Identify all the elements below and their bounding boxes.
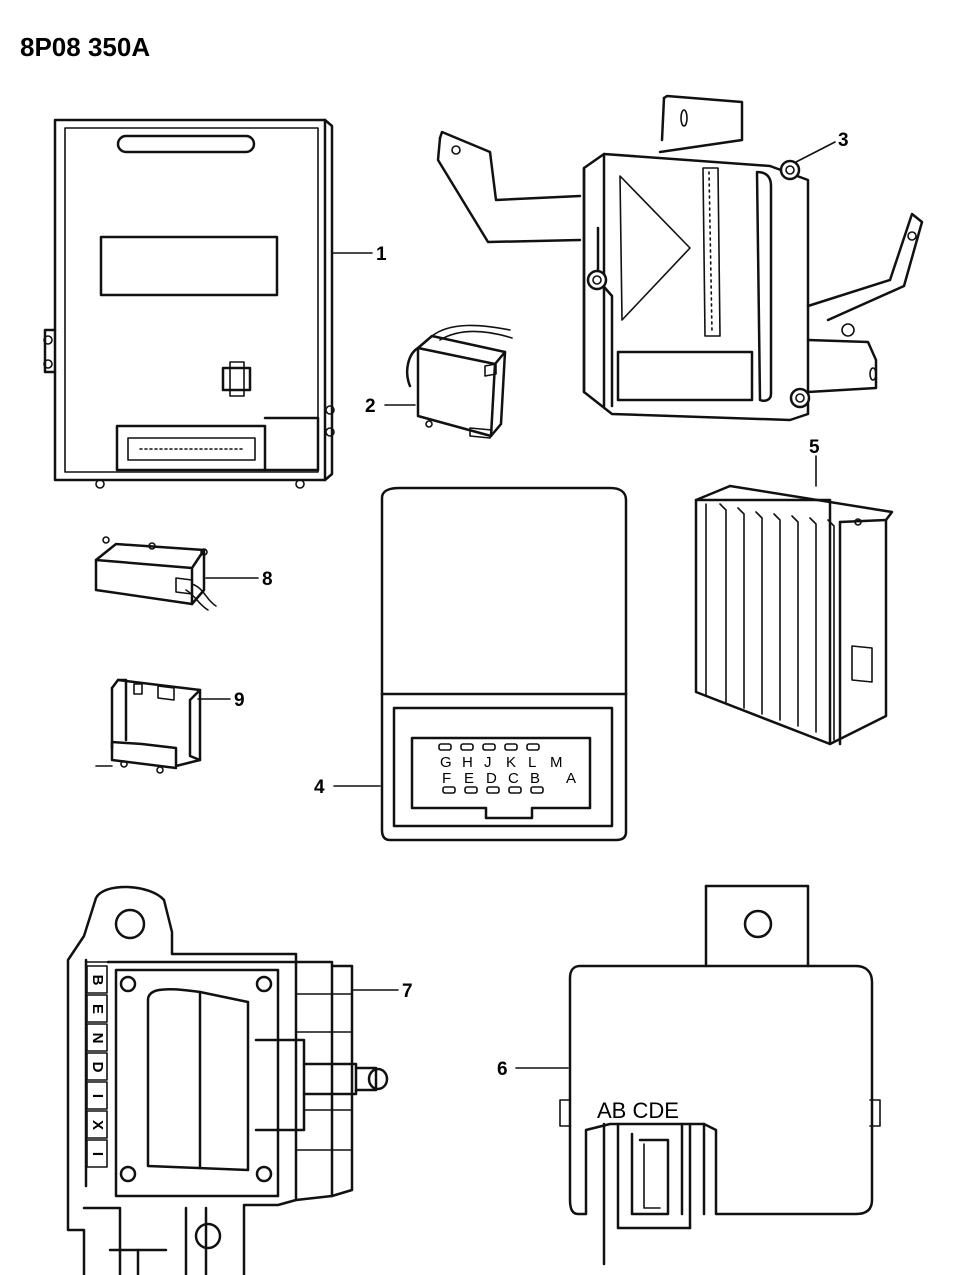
pin-slot-top	[526, 743, 540, 751]
pin-label-top-L: L	[528, 754, 536, 771]
pin-slot-top	[482, 743, 496, 751]
coil-7-side-labels: B E N D I X I	[86, 965, 108, 1168]
part-9-bracket	[95, 678, 202, 774]
part-3-ecu-with-bracket	[436, 94, 924, 422]
pin-label-top-G: G	[440, 754, 452, 771]
coil-side-label: I	[89, 1094, 106, 1098]
pin-slot-top	[504, 743, 518, 751]
coil-label-box	[86, 1139, 108, 1168]
pin-label-bottom-D: D	[486, 770, 497, 787]
pin-slot-bottom	[442, 786, 456, 794]
coil-label-box	[86, 1052, 108, 1081]
part-7-ignition-coil	[66, 885, 389, 1275]
pin-slot-bottom	[464, 786, 478, 794]
part-4-connector-module	[380, 486, 628, 842]
callout-3: 3	[838, 130, 849, 151]
coil-label-box	[86, 1110, 108, 1139]
callout-7: 7	[402, 981, 413, 1002]
pin-label-top-K: K	[506, 754, 516, 771]
coil-label-box	[86, 1023, 108, 1052]
pin-label-bottom-A: A	[566, 770, 576, 787]
leader-3	[795, 141, 836, 163]
pin-label-top-J: J	[484, 754, 492, 771]
coil-label-box	[86, 965, 108, 994]
callout-2: 2	[365, 396, 376, 417]
coil-side-label: X	[89, 1120, 106, 1130]
pin-slot-bottom	[486, 786, 500, 794]
pin-label-top-M: M	[550, 754, 563, 771]
coil-side-label: I	[89, 1152, 106, 1156]
callout-6: 6	[497, 1059, 508, 1080]
pin-slot-top	[438, 743, 452, 751]
part-1-control-module	[43, 118, 335, 489]
pin-slot-top	[460, 743, 474, 751]
part-2-relay	[406, 324, 513, 439]
pin-label-bottom-B: B	[530, 770, 540, 787]
coil-label-box	[86, 1081, 108, 1110]
coil-side-label: D	[89, 1062, 106, 1073]
coil-side-label: N	[89, 1033, 106, 1044]
part-8-relay	[94, 536, 217, 611]
pin-label-top-H: H	[462, 754, 473, 771]
callout-1: 1	[376, 244, 387, 265]
coil-side-label: B	[89, 975, 106, 986]
part-5-heatsink-module	[694, 484, 894, 746]
module-6-terminal-labels: AB CDE	[597, 1098, 679, 1123]
pin-slot-bottom	[508, 786, 522, 794]
callout-4: 4	[314, 777, 325, 798]
pin-label-bottom-F: F	[442, 770, 451, 787]
drawing-code: 8P08 350A	[20, 32, 150, 62]
callout-5: 5	[809, 437, 820, 458]
pin-label-bottom-C: C	[508, 770, 519, 787]
pin-slot-bottom	[530, 786, 544, 794]
coil-label-box	[86, 994, 108, 1023]
coil-side-label: E	[89, 1004, 106, 1014]
pin-label-bottom-E: E	[464, 770, 474, 787]
part-6-terminal-module	[559, 884, 881, 1266]
callout-9: 9	[234, 690, 245, 711]
callout-8: 8	[262, 569, 273, 590]
